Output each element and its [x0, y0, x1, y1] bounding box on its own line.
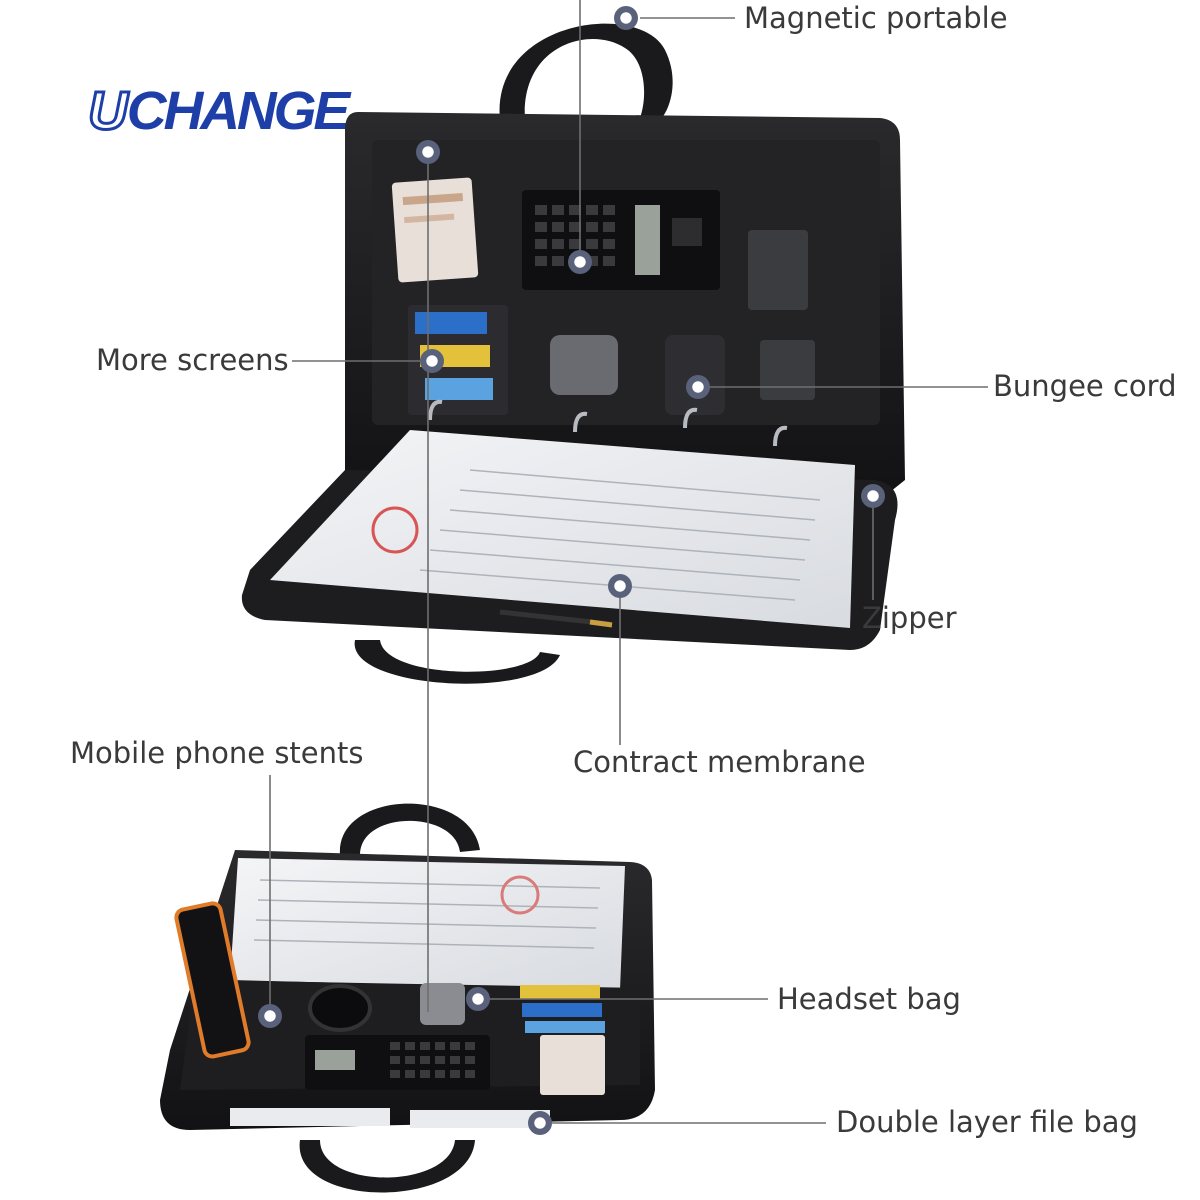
label-mobile-phone-stents: Mobile phone stents — [70, 736, 364, 770]
bottom-id-card — [540, 1035, 605, 1095]
bottom-folio-bottom-handle — [299, 1140, 475, 1193]
dot-calculator — [568, 250, 592, 274]
callout-lines — [269, 0, 988, 1124]
headset-mesh — [420, 983, 465, 1025]
bungee-holder — [665, 335, 725, 415]
label-zipper: Zipper — [862, 601, 957, 635]
label-more-screens: More screens — [96, 343, 289, 377]
earbud-case — [308, 984, 372, 1032]
label-headset-bag: Headset bag — [777, 982, 961, 1016]
dot-bungee-cord — [686, 375, 710, 399]
callout-dots — [258, 6, 885, 1135]
dot-magnetic-portable — [614, 6, 638, 30]
label-magnetic-portable: Magnetic portable — [744, 1, 1008, 35]
dot-contract-membrane — [608, 574, 632, 598]
file-bag-sheet-right — [410, 1110, 550, 1128]
bottom-folio — [160, 803, 655, 1193]
dot-zipper — [861, 484, 885, 508]
top-folio — [241, 23, 905, 684]
bottom-handle — [354, 640, 560, 684]
dot-headset-bag — [466, 987, 490, 1011]
top-handle — [499, 23, 673, 120]
mobile-phone — [174, 901, 251, 1059]
file-bag-sheet-left — [230, 1108, 390, 1126]
label-contract-membrane: Contract membrane — [573, 745, 866, 779]
label-bungee-cord: Bungee cord — [993, 369, 1177, 403]
dot-more-screens — [420, 349, 444, 373]
dot-double-layer — [528, 1111, 552, 1135]
dot-mobile-phone-stents — [258, 1004, 282, 1028]
brand-logo: UCHANGE — [86, 80, 350, 143]
dot-top-left — [416, 140, 440, 164]
contract-sheets — [270, 430, 855, 628]
brand-logo-text: CHANGE — [126, 81, 350, 141]
red-stamp — [371, 506, 419, 554]
label-double-layer-file-bag: Double layer file bag — [836, 1105, 1138, 1139]
id-card — [391, 177, 479, 283]
bottom-folio-top-handle — [339, 803, 480, 855]
mesh-pocket — [550, 335, 618, 395]
